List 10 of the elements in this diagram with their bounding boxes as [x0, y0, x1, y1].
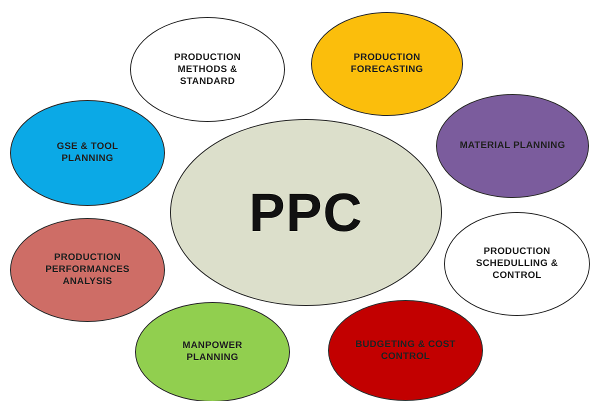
circle-node [170, 119, 442, 306]
node-label: PRODUCTION PERFORMANCES ANALYSIS [44, 252, 131, 288]
center-title: PPC [248, 184, 364, 242]
node-label: PRODUCTION METHODS & STANDARD [173, 52, 242, 88]
node-label: PRODUCTION FORECASTING [350, 52, 424, 76]
node-label: PRODUCTION SCHEDULLING & CONTROL [474, 246, 559, 282]
node-label: MATERIAL PLANNING [458, 140, 566, 152]
node-label: GSE & TOOL PLANNING [56, 141, 120, 165]
node-label: BUDGETING & COST CONTROL [354, 338, 457, 362]
node-label: MANPOWER PLANNING [182, 340, 244, 364]
